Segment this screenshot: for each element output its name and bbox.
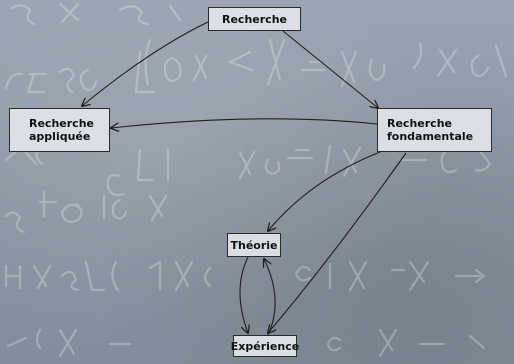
node-theorie-label: Théorie xyxy=(230,238,278,252)
node-experience-label: Expérience xyxy=(230,339,300,353)
node-recherche: Recherche xyxy=(208,7,301,31)
node-recherche-label: Recherche xyxy=(222,12,287,26)
node-fondamentale-line-1: Recherche xyxy=(387,117,452,130)
node-recherche-fondamentale: Recherche fondamentale xyxy=(377,108,492,152)
node-appliquee-line-2: appliquée xyxy=(29,130,91,143)
node-recherche-appliquee: Recherche appliquée xyxy=(9,108,110,152)
node-appliquee-line-1: Recherche xyxy=(29,117,94,130)
node-experience: Expérience xyxy=(230,335,300,357)
node-fondamentale-line-2: fondamentale xyxy=(387,130,474,143)
node-theorie: Théorie xyxy=(227,233,281,257)
